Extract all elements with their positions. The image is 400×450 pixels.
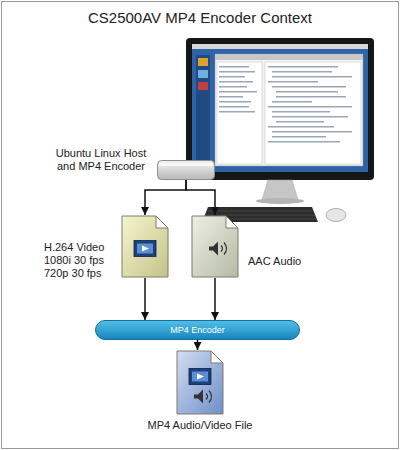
- sound-wave: [224, 243, 227, 255]
- window-pane: [217, 62, 262, 164]
- monitor-bezel: [186, 38, 374, 180]
- play-symbol: [142, 246, 149, 252]
- flow-arrow: [197, 340, 199, 350]
- encoder-band: [96, 321, 300, 340]
- node-shape: [175, 350, 225, 415]
- node-shape: [190, 215, 240, 278]
- dock: [196, 55, 210, 165]
- sound-wave: [206, 394, 208, 400]
- dock-icon: [198, 70, 208, 78]
- node-label: MP4 Audio/Video File: [125, 419, 275, 432]
- folded-corner: [156, 216, 168, 228]
- monitor-screen: [192, 44, 368, 172]
- node-label: AAC Audio: [248, 255, 318, 268]
- menu-bar: [192, 44, 368, 49]
- process-band: MP4 Encoder: [95, 320, 300, 340]
- node-label: MP4 Encoder: [95, 320, 300, 340]
- film-symbol: [189, 369, 211, 385]
- flow-arrow: [145, 180, 186, 215]
- sound-wave: [209, 391, 212, 403]
- flow-arrow: [186, 180, 215, 215]
- window-pane: [265, 62, 361, 164]
- film-frame: [192, 372, 208, 382]
- dock-icon: [198, 58, 208, 66]
- document-icon: [122, 216, 168, 277]
- host-computer: Ubuntu Linux Host and MP4 Encoder: [157, 160, 215, 180]
- monitor-foot: [256, 198, 304, 204]
- film-symbol: [134, 241, 156, 257]
- speaker-symbol: [194, 390, 203, 404]
- window-titlebar: [215, 54, 363, 60]
- document-icon: [192, 216, 238, 277]
- flow-arrow: [144, 278, 146, 320]
- diagram-title: CS2500AV MP4 Encoder Context: [0, 9, 400, 26]
- node-shape: [157, 160, 215, 180]
- code-lines: [219, 66, 352, 143]
- document-icon: [177, 351, 223, 414]
- film-frame: [137, 244, 153, 254]
- mouse: [326, 209, 346, 222]
- folded-corner: [226, 216, 238, 228]
- sound-wave: [221, 246, 223, 252]
- mac-mini: [158, 161, 215, 180]
- node-shape: [120, 215, 170, 278]
- monitor-stand: [262, 180, 298, 200]
- play-symbol: [197, 374, 204, 380]
- dock-icon: [198, 82, 208, 90]
- node-label: H.264 Video 1080i 30 fps 720p 30 fps: [44, 241, 116, 280]
- file-document: MP4 Audio/Video File: [175, 350, 225, 415]
- file-document: AAC Audio: [190, 215, 240, 278]
- folded-corner: [211, 351, 223, 363]
- speaker-symbol: [209, 242, 218, 256]
- node-label: Ubuntu Linux Host and MP4 Encoder: [51, 147, 151, 173]
- flow-arrow: [214, 278, 216, 320]
- monitor-illustration: [186, 38, 374, 204]
- highlight: [159, 163, 213, 166]
- file-document: H.264 Video 1080i 30 fps 720p 30 fps: [120, 215, 170, 278]
- app-window: [215, 54, 363, 166]
